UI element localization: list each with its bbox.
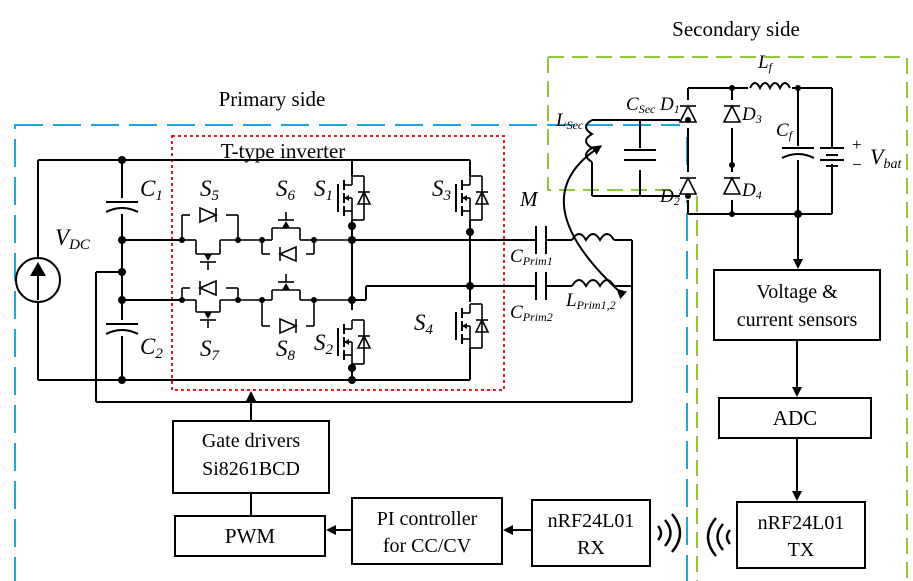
tx-label-line1: nRF24L01 [758, 512, 845, 534]
tx-wireless-icon [706, 517, 731, 557]
adc-label: ADC [773, 406, 817, 430]
pi-controller-block [351, 497, 503, 565]
primary-coils [571, 233, 633, 288]
csec-label: CSec [626, 94, 656, 116]
gate-drivers-line2: Si8261BCD [202, 458, 300, 480]
lprim-label: LPrim1,2 [565, 290, 616, 312]
lsec-label: LSec [555, 110, 584, 132]
vdc-label: VDC [55, 225, 91, 253]
primary-side-title: Primary side [219, 87, 326, 111]
s4-label: S4 [414, 310, 434, 338]
s5-label: S5 [200, 176, 220, 204]
d3-label: D3 [741, 104, 762, 126]
mosfet-s2 [337, 319, 371, 365]
d4-label: D4 [741, 180, 762, 202]
inverter-border [171, 135, 505, 391]
cf-label: Cf [776, 120, 794, 142]
battery-plus: + [852, 135, 862, 154]
cprim1 [535, 226, 547, 254]
m-label: M [519, 187, 539, 211]
tx-block [736, 501, 866, 569]
switch-s7-s8 [179, 274, 352, 334]
pwm-label: PWM [225, 524, 276, 548]
cprim2 [535, 272, 547, 300]
switch-s5-s6 [179, 207, 352, 270]
rx-wireless-icon [657, 513, 682, 553]
sensors-block [713, 269, 881, 341]
s7-label: S7 [200, 336, 221, 364]
s1-label: S1 [314, 176, 333, 204]
rx-label-line2: RX [577, 537, 605, 559]
secondary-side-title: Secondary side [672, 17, 800, 41]
pi-label-line1: PI controller [377, 508, 478, 530]
rx-label-line1: nRF24L01 [548, 510, 635, 532]
s6-label: S6 [276, 176, 296, 204]
dc-source [15, 160, 61, 380]
pwm-block [174, 515, 326, 557]
mutual-coupling-arrow [562, 145, 628, 300]
mosfet-s4 [455, 303, 489, 349]
s3-label: S3 [432, 176, 451, 204]
vbat-label: Vbat [870, 144, 902, 172]
tx-label-line2: TX [788, 539, 815, 561]
filter-capacitor [781, 147, 815, 159]
pi-label-line2: for CC/CV [383, 535, 472, 557]
c2-label: C2 [140, 334, 163, 362]
gate-drivers-line1: Gate drivers [202, 430, 301, 452]
lf-label: Lf [757, 52, 774, 74]
cprim2-label: CPrim2 [510, 302, 553, 324]
adc-block [718, 397, 872, 439]
s2-label: S2 [314, 330, 334, 358]
cprim1-label: CPrim1 [510, 246, 553, 268]
filter-inductor [749, 82, 791, 91]
csec [624, 149, 656, 161]
sensors-label-line1: Voltage & [756, 281, 838, 303]
s8-label: S8 [276, 336, 296, 364]
mosfet-s3 [455, 175, 489, 221]
rx-block [531, 499, 651, 567]
battery [820, 88, 844, 214]
c1-label: C1 [140, 176, 163, 204]
d2-label: D2 [659, 186, 680, 208]
sensors-label-line2: current sensors [737, 309, 858, 331]
secondary-coil [585, 119, 641, 197]
battery-minus: − [852, 155, 862, 174]
d1-label: D1 [659, 94, 680, 116]
mosfet-s1 [337, 175, 371, 221]
